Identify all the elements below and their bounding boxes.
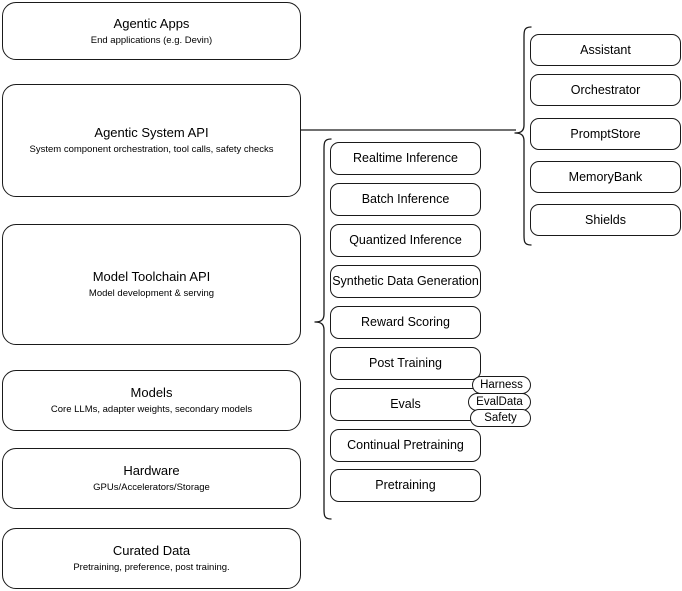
component-orchestrator[interactable]: Orchestrator: [530, 74, 681, 106]
layer-title: Model Toolchain API: [92, 269, 211, 284]
layer-title: Agentic Apps: [113, 15, 190, 31]
component-assistant[interactable]: Assistant: [530, 34, 681, 66]
evals-pill-evaldata[interactable]: EvalData: [468, 393, 531, 411]
layer-subtitle: Pretraining, preference, post training.: [73, 562, 230, 573]
capability-continual-pretraining[interactable]: Continual Pretraining: [330, 429, 481, 462]
capability-batch-inference[interactable]: Batch Inference: [330, 183, 481, 216]
evals-pill-harness[interactable]: Harness: [472, 376, 531, 394]
layer-title: Curated Data: [112, 543, 191, 558]
capability-label: Post Training: [369, 356, 442, 370]
capability-realtime-inference[interactable]: Realtime Inference: [330, 142, 481, 175]
component-label: Shields: [585, 212, 626, 227]
layer-curated-data[interactable]: Curated Data Pretraining, preference, po…: [2, 528, 301, 589]
capability-reward-scoring[interactable]: Reward Scoring: [330, 306, 481, 339]
layer-subtitle: Core LLMs, adapter weights, secondary mo…: [50, 404, 253, 415]
component-label: Orchestrator: [570, 82, 641, 97]
layer-agentic-apps[interactable]: Agentic Apps End applications (e.g. Devi…: [2, 2, 301, 60]
layer-subtitle: End applications (e.g. Devin): [90, 34, 213, 46]
layer-subtitle: Model development & serving: [88, 288, 215, 299]
component-memorybank[interactable]: MemoryBank: [530, 161, 681, 193]
layer-hardware[interactable]: Hardware GPUs/Accelerators/Storage: [2, 448, 301, 509]
capability-label: Realtime Inference: [353, 151, 458, 165]
layer-subtitle: System component orchestration, tool cal…: [29, 144, 274, 155]
layer-models[interactable]: Models Core LLMs, adapter weights, secon…: [2, 370, 301, 431]
component-promptstore[interactable]: PromptStore: [530, 118, 681, 150]
capability-label: Reward Scoring: [361, 315, 450, 329]
layer-subtitle: GPUs/Accelerators/Storage: [93, 482, 210, 493]
connector-system-api-to-components: [301, 124, 516, 136]
capability-label: Synthetic Data Generation: [332, 274, 479, 288]
capability-label: Quantized Inference: [349, 233, 462, 247]
capability-evals[interactable]: Evals: [330, 388, 481, 421]
capability-pretraining[interactable]: Pretraining: [330, 469, 481, 502]
capability-label: Evals: [390, 397, 421, 411]
layer-model-toolchain-api[interactable]: Model Toolchain API Model development & …: [2, 224, 301, 345]
layer-title: Hardware: [123, 463, 180, 478]
layer-agentic-system-api[interactable]: Agentic System API System component orch…: [2, 84, 301, 197]
pill-label: EvalData: [476, 395, 523, 408]
layer-title: Models: [130, 385, 173, 400]
layer-title: Agentic System API: [94, 125, 209, 140]
brace-system-components: [512, 26, 532, 246]
pill-label: Safety: [484, 411, 517, 424]
capability-synthetic-data-generation[interactable]: Synthetic Data Generation: [330, 265, 481, 298]
pill-label: Harness: [480, 378, 523, 391]
evals-pill-safety[interactable]: Safety: [470, 409, 531, 427]
capability-label: Continual Pretraining: [347, 438, 464, 452]
capability-label: Batch Inference: [361, 192, 450, 206]
component-label: PromptStore: [570, 126, 641, 141]
capability-post-training[interactable]: Post Training: [330, 347, 481, 380]
component-shields[interactable]: Shields: [530, 204, 681, 236]
capability-label: Pretraining: [375, 478, 436, 492]
brace-toolchain-capabilities: [312, 138, 332, 520]
component-label: MemoryBank: [568, 169, 643, 184]
component-label: Assistant: [580, 42, 631, 57]
capability-quantized-inference[interactable]: Quantized Inference: [330, 224, 481, 257]
